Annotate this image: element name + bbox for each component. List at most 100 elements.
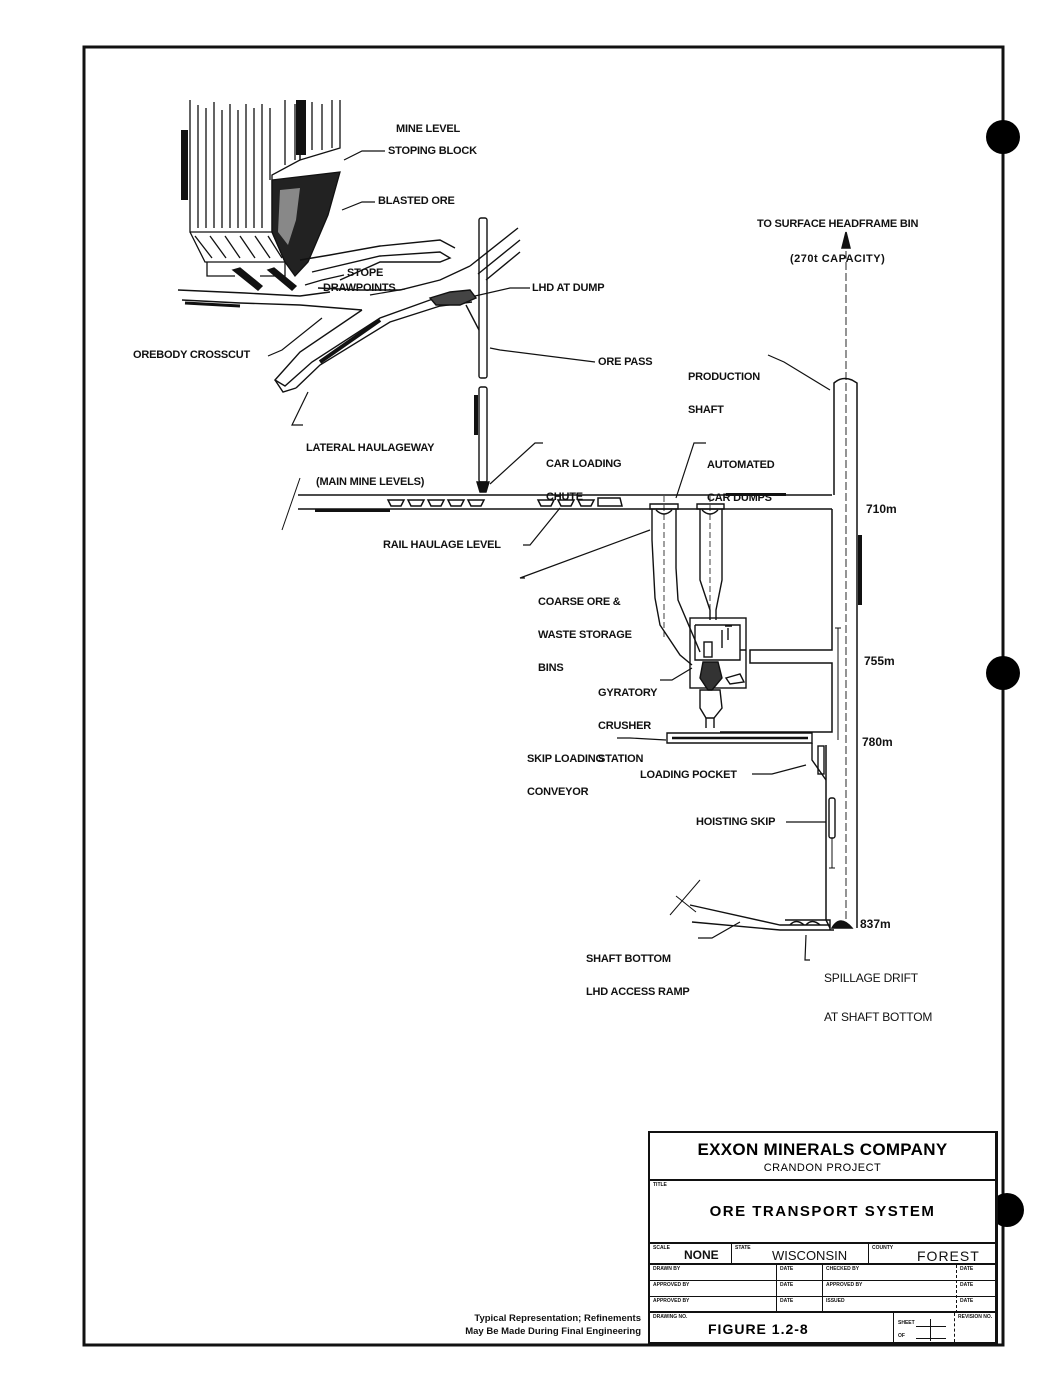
disclaimer-line1: Typical Representation; Refinements [474, 1313, 641, 1324]
approved-by-label: APPROVED BY [653, 1282, 690, 1288]
label-shaft-bottom-line1: SHAFT BOTTOM [586, 953, 671, 965]
sheet-line [916, 1326, 946, 1327]
label-automated-line1: AUTOMATED [707, 459, 775, 471]
title-block-company: EXXON MINERALS COMPANY CRANDON PROJECT [650, 1133, 995, 1181]
title-block-location: SCALE NONE STATE WISCONSIN COUNTY FOREST [650, 1244, 995, 1265]
approved-by2-label: APPROVED BY [826, 1282, 863, 1288]
label-skip-loading-conveyor: SKIP LOADING CONVEYOR [527, 732, 604, 809]
label-rail-haulage-level: RAIL HAULAGE LEVEL [383, 539, 501, 551]
label-coarse-ore-line2: WASTE STORAGE [538, 629, 632, 641]
scale-cell: SCALE NONE [650, 1244, 732, 1263]
sig-divider-3 [956, 1265, 958, 1313]
sig-divider-2 [822, 1265, 823, 1313]
label-to-surface-line1: TO SURFACE HEADFRAME BIN [757, 218, 919, 230]
disclaimer-note: Typical Representation; Refinements May … [415, 1312, 641, 1338]
label-blasted-ore: BLASTED ORE [378, 195, 455, 207]
depth-710m: 710m [866, 502, 897, 516]
drawing-no-label: DRAWING NO. [653, 1314, 688, 1320]
label-spillage-line1: SPILLAGE DRIFT [824, 971, 918, 985]
label-ore-pass: ORE PASS [598, 356, 653, 368]
sheet-label: SHEET [898, 1320, 915, 1326]
project-name: CRANDON PROJECT [763, 1162, 882, 1174]
label-automated-car-dumps: AUTOMATED CAR DUMPS [707, 438, 775, 515]
label-loading-pocket: LOADING POCKET [640, 769, 737, 781]
rail-haulage-level [281, 477, 832, 531]
label-stope: STOPE [347, 267, 384, 279]
binder-hole-middle [986, 656, 1020, 690]
issued-label: ISSUED [826, 1298, 845, 1304]
label-gyratory-crusher: GYRATORY CRUSHER STATION [598, 666, 658, 776]
depth-837m: 837m [860, 917, 891, 931]
checked-by-label: CHECKED BY [826, 1266, 860, 1272]
depth-780m: 780m [862, 735, 893, 749]
label-car-loading-line2: CHUTE [546, 491, 583, 503]
date-label-3: DATE [780, 1282, 794, 1288]
label-lateral-haulageway-line1: LATERAL HAULAGEWAY [306, 442, 435, 454]
drawn-by-label: DRAWN BY [653, 1266, 681, 1272]
figure-number: FIGURE 1.2-8 [708, 1321, 809, 1337]
ore-pass [465, 217, 490, 493]
state-value: WISCONSIN [772, 1248, 848, 1263]
label-production-line1: PRODUCTION [688, 371, 760, 383]
label-spillage-drift: SPILLAGE DRIFT AT SHAFT BOTTOM [824, 946, 932, 1037]
title-block: EXXON MINERALS COMPANY CRANDON PROJECT T… [648, 1131, 998, 1344]
stoping-block [181, 100, 341, 278]
label-skip-loading-line1: SKIP LOADING [527, 753, 604, 765]
scale-value: NONE [684, 1248, 719, 1262]
date-label-5: DATE [780, 1298, 794, 1304]
approved-by3-label: APPROVED BY [653, 1298, 690, 1304]
label-drawpoints: DRAWPOINTS [323, 282, 396, 294]
date-label-2: DATE [960, 1266, 974, 1272]
date-label-6: DATE [960, 1298, 974, 1304]
county-label: COUNTY [872, 1245, 894, 1251]
skip-loading-conveyor [666, 732, 836, 869]
label-hoisting-skip: HOISTING SKIP [696, 816, 776, 828]
label-lateral-haulageway: LATERAL HAULAGEWAY (MAIN MINE LEVELS) [306, 421, 434, 499]
depth-755m: 755m [864, 654, 895, 668]
label-to-surface: TO SURFACE HEADFRAME BIN (270t CAPACITY) [757, 197, 918, 276]
label-gyratory-line3: STATION [598, 753, 644, 765]
label-car-loading-chute: CAR LOADING CHUTE [546, 437, 622, 514]
label-automated-line2: CAR DUMPS [707, 492, 772, 504]
shaft-bottom-ramp [669, 879, 854, 931]
scale-label: SCALE [653, 1245, 670, 1251]
label-to-surface-line2: (270t CAPACITY) [789, 253, 886, 265]
ore-cars [386, 497, 623, 507]
label-gyratory-line2: CRUSHER [598, 720, 651, 732]
label-coarse-ore-line1: COARSE ORE & [538, 596, 621, 608]
label-skip-loading-line2: CONVEYOR [527, 786, 589, 798]
title-field-label: TITLE [653, 1182, 667, 1188]
revision-label: REVISION NO. [958, 1314, 993, 1320]
county-value: FOREST [917, 1248, 980, 1264]
label-shaft-bottom-line2: LHD ACCESS RAMP [586, 986, 690, 998]
label-coarse-ore-bins: COARSE ORE & WASTE STORAGE BINS [538, 575, 632, 685]
of-line [916, 1338, 946, 1339]
label-stoping-block: STOPING BLOCK [388, 145, 477, 157]
title-block-figure: DRAWING NO. FIGURE 1.2-8 SHEET OF REVISI… [650, 1313, 995, 1342]
company-name: EXXON MINERALS COMPANY [697, 1140, 948, 1159]
label-spillage-line2: AT SHAFT BOTTOM [824, 1010, 933, 1024]
of-label: OF [898, 1333, 905, 1339]
label-orebody-crosscut: OREBODY CROSSCUT [133, 349, 250, 361]
date-label-1: DATE [780, 1266, 794, 1272]
drawing-title: ORE TRANSPORT SYSTEM [709, 1203, 936, 1220]
leader-lines [267, 150, 831, 961]
label-car-loading-line1: CAR LOADING [546, 458, 622, 470]
storage-bins [649, 496, 725, 666]
crusher-station [689, 617, 747, 728]
sheet-border [82, 45, 1005, 1347]
label-production-line2: SHAFT [688, 404, 724, 416]
label-lhd-at-dump: LHD AT DUMP [532, 282, 605, 294]
title-block-title: TITLE ORE TRANSPORT SYSTEM [650, 1181, 995, 1244]
disclaimer-line2: May Be Made During Final Engineering [465, 1326, 641, 1337]
label-lateral-haulageway-line2: (MAIN MINE LEVELS) [315, 476, 425, 488]
label-coarse-ore-line3: BINS [538, 662, 564, 674]
label-mine-level: MINE LEVEL [396, 123, 461, 135]
state-label: STATE [735, 1245, 751, 1251]
fig-divider-1 [893, 1313, 894, 1342]
fig-divider-2 [954, 1313, 956, 1342]
stope-drawpoints [177, 227, 521, 393]
date-label-4: DATE [960, 1282, 974, 1288]
label-gyratory-line1: GYRATORY [598, 687, 658, 699]
